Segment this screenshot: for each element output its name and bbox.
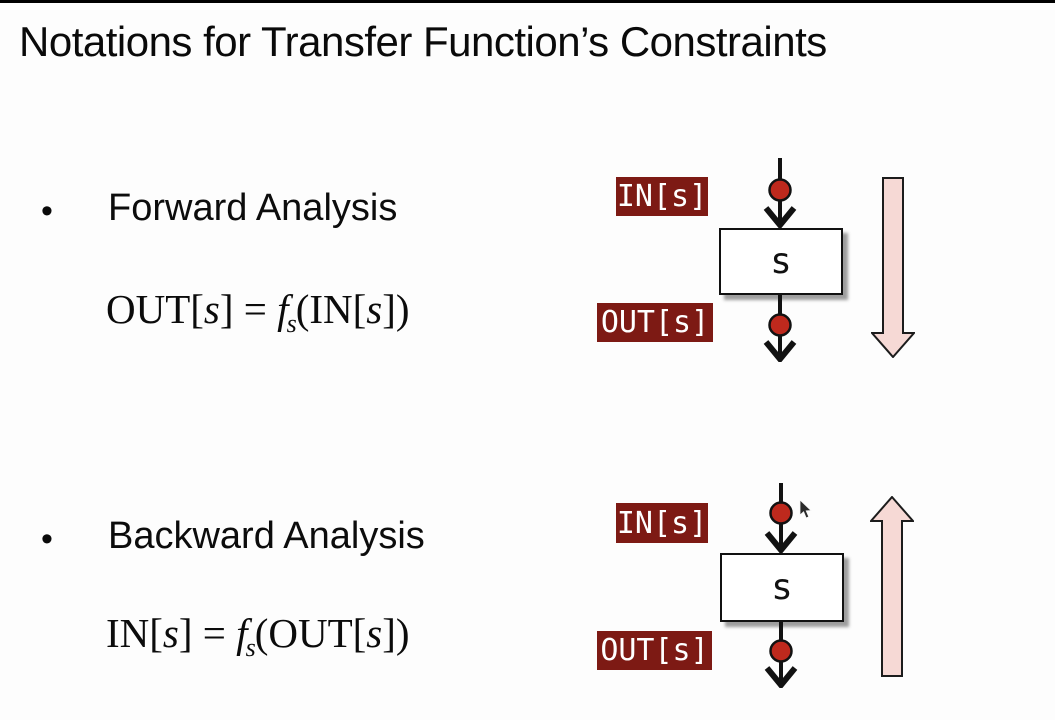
up-arrow-icon xyxy=(870,496,914,677)
backward-top-connector xyxy=(764,483,798,553)
forward-bottom-connector xyxy=(763,294,797,362)
down-arrow-icon xyxy=(871,177,915,358)
mouse-cursor-icon xyxy=(799,500,812,519)
formula-part: OUT[ xyxy=(268,610,367,656)
arrowhead-down-icon xyxy=(763,340,797,362)
bullet-icon: • xyxy=(41,520,53,558)
backward-heading: Backward Analysis xyxy=(108,515,425,557)
arrowhead-down-icon xyxy=(764,531,798,553)
red-dot-icon xyxy=(769,639,793,663)
statement-label: s xyxy=(770,241,792,282)
forward-heading: Forward Analysis xyxy=(108,187,398,229)
formula-func: f xyxy=(236,610,248,656)
backward-in-label: IN[s] xyxy=(616,503,708,543)
backward-formula: IN[s] = fs(OUT[s]) xyxy=(106,609,410,662)
statement-label: s xyxy=(771,567,793,608)
formula-part: ]) xyxy=(382,610,410,656)
formula-part: IN[ xyxy=(309,286,367,332)
formula-var: s xyxy=(366,286,383,332)
formula-var: s xyxy=(162,610,179,656)
slide-top-edge xyxy=(0,0,1055,3)
formula-func: f xyxy=(277,286,289,332)
arrowhead-down-icon xyxy=(763,206,797,228)
forward-statement-box: s xyxy=(719,228,843,295)
slide-title: Notations for Transfer Function’s Constr… xyxy=(19,18,827,65)
formula-part: ] = xyxy=(219,286,278,332)
red-dot-icon xyxy=(768,313,792,337)
formula-subscript: s xyxy=(286,309,297,338)
formula-var: s xyxy=(366,610,383,656)
backward-statement-box: s xyxy=(720,553,844,622)
formula-var: s xyxy=(203,286,220,332)
backward-out-label: OUT[s] xyxy=(597,631,712,670)
bullet-icon: • xyxy=(41,192,53,230)
red-dot-icon xyxy=(769,501,793,525)
formula-subscript: s xyxy=(245,633,256,662)
red-dot-icon xyxy=(768,178,792,202)
formula-part: IN[ xyxy=(106,610,163,656)
forward-out-label: OUT[s] xyxy=(597,303,713,342)
arrowhead-down-icon xyxy=(764,666,798,688)
formula-part: ]) xyxy=(382,286,410,332)
formula-part: ] = xyxy=(178,610,237,656)
formula-part: ( xyxy=(295,286,310,332)
forward-in-label: IN[s] xyxy=(616,177,708,216)
forward-top-connector xyxy=(763,158,797,228)
backward-bottom-connector xyxy=(764,620,798,688)
formula-part: OUT[ xyxy=(106,286,204,332)
forward-formula: OUT[s] = fs(IN[s]) xyxy=(106,285,410,338)
formula-part: ( xyxy=(254,610,269,656)
